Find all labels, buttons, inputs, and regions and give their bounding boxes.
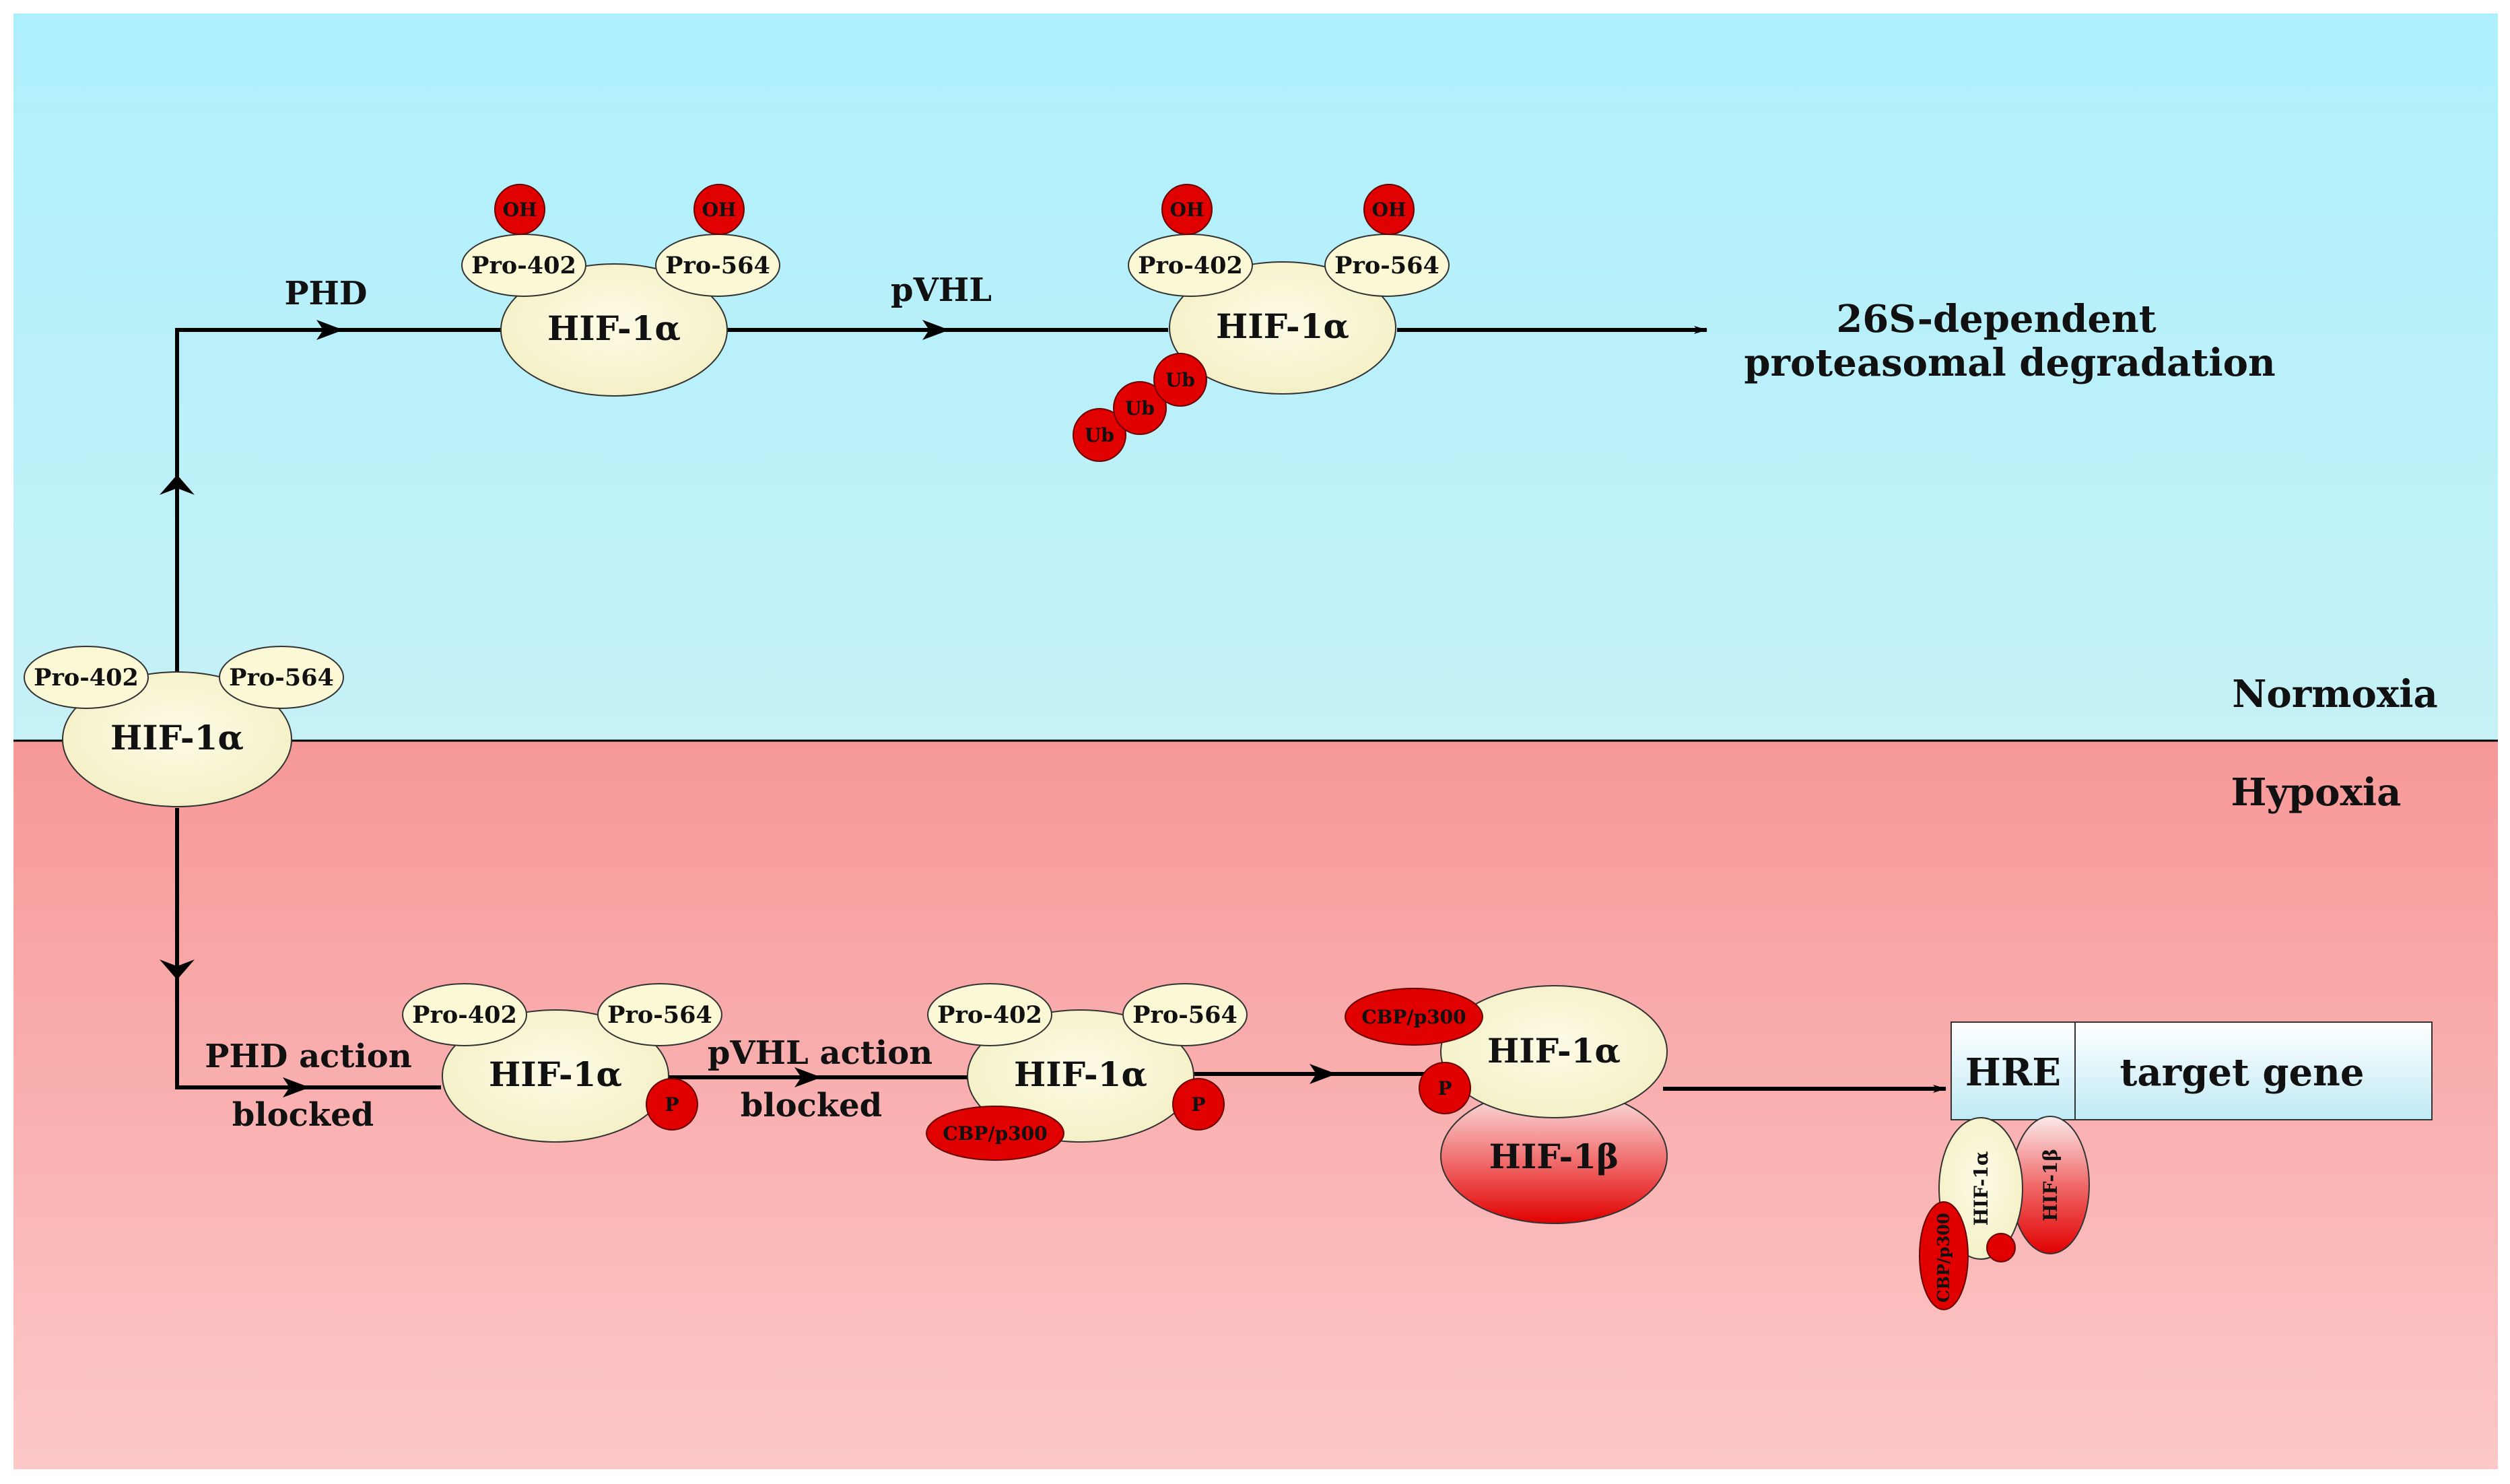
phosphate-label: P bbox=[1437, 1077, 1452, 1100]
ub-label: Ub bbox=[1085, 424, 1114, 446]
pro402-site bbox=[24, 646, 149, 709]
cbp-p300-vertical bbox=[1919, 1201, 1969, 1310]
oh-label: OH bbox=[1372, 199, 1406, 221]
phd-label: PHD bbox=[284, 275, 367, 312]
phd-blocked-label-line1: PHD action bbox=[205, 1038, 411, 1075]
mid-arrowheads bbox=[160, 320, 1336, 1098]
target-gene-segment bbox=[2074, 1021, 2433, 1120]
hif1a-body bbox=[1440, 985, 1668, 1118]
oh-label: OH bbox=[702, 199, 737, 221]
hif1a-label: HIF-1α bbox=[547, 308, 681, 348]
pro564-label: Pro-564 bbox=[607, 1001, 712, 1029]
pro402-label: Pro-402 bbox=[1138, 252, 1243, 279]
hif1a-cbp-complex: Pro-402 Pro-564 CBP/p300 P HIF-1α bbox=[926, 983, 1248, 1161]
ub-label: Ub bbox=[1165, 369, 1195, 391]
cbp-p300 bbox=[926, 1106, 1064, 1161]
hre-bound-complex: HIF-1α HIF-1β CBP/p300 bbox=[1919, 1116, 2090, 1310]
ub-group bbox=[1113, 381, 1167, 435]
pro402-label: Pro-402 bbox=[34, 664, 139, 692]
hif1a-initial: Pro-402 Pro-564 HIF-1α bbox=[24, 646, 344, 807]
phosphate-group bbox=[1986, 1233, 2016, 1262]
hif1a-label: HIF-1α bbox=[489, 1054, 622, 1094]
pro402-label: Pro-402 bbox=[471, 252, 576, 279]
hif1a-phosphorylated: Pro-402 Pro-564 P HIF-1α bbox=[402, 983, 722, 1143]
hif1a-label: HIF-1α bbox=[1487, 1031, 1621, 1071]
oh-group bbox=[1363, 184, 1415, 235]
pro564-label: Pro-564 bbox=[665, 252, 770, 279]
target-gene-label: target gene bbox=[2120, 1050, 2365, 1095]
cbp-label: CBP/p300 bbox=[943, 1122, 1047, 1145]
hif1a-label: HIF-1α bbox=[1014, 1054, 1147, 1094]
phosphate-group bbox=[1172, 1078, 1225, 1131]
hif1a-body bbox=[1169, 261, 1396, 395]
pro402-label: Pro-402 bbox=[412, 1001, 517, 1029]
hif1-dimer: CBP/p300 P HIF-1α HIF-1β bbox=[1345, 985, 1668, 1224]
hypoxia-label: Hypoxia bbox=[2231, 770, 2402, 815]
pro564-site bbox=[219, 646, 344, 709]
hre-segment bbox=[1951, 1021, 2076, 1120]
oh-group bbox=[693, 184, 745, 235]
degradation-label-line1: 26S-dependent bbox=[1836, 297, 2156, 341]
phosphate-label: P bbox=[1191, 1093, 1205, 1116]
oh-label: OH bbox=[1170, 199, 1205, 221]
phosphate-label: P bbox=[665, 1093, 679, 1116]
hif1a-body bbox=[62, 671, 292, 807]
phosphate-group bbox=[1419, 1062, 1471, 1114]
hif1a-ubiquitinated: OH OH Ub Ub Ub Pro-402 Pro-564 HIF-1α bbox=[1073, 184, 1450, 462]
oh-group bbox=[1161, 184, 1213, 235]
pro402-site bbox=[402, 983, 527, 1046]
pvhl-label: pVHL bbox=[891, 271, 992, 309]
target-gene-box: HRE target gene bbox=[1951, 1021, 2433, 1120]
phd-blocked-label-line2: blocked bbox=[232, 1096, 374, 1134]
oh-group bbox=[494, 184, 545, 235]
pro402-label: Pro-402 bbox=[937, 1001, 1042, 1029]
hif1b-vertical-label: HIF-1β bbox=[2039, 1149, 2062, 1221]
hif1b-label: HIF-1β bbox=[1489, 1137, 1619, 1176]
cbp-vertical-label: CBP/p300 bbox=[1934, 1213, 1953, 1302]
cbp-p300 bbox=[1345, 988, 1483, 1046]
pvhl-blocked-label-line2: blocked bbox=[741, 1087, 882, 1124]
ub-group bbox=[1073, 408, 1126, 462]
oh-label: OH bbox=[503, 199, 537, 221]
pro564-label: Pro-564 bbox=[1334, 252, 1439, 279]
hif1a-hydroxylated: OH OH Pro-402 Pro-564 HIF-1α bbox=[461, 184, 780, 397]
pro564-label: Pro-564 bbox=[1132, 1001, 1237, 1029]
hif1a-body bbox=[500, 263, 728, 397]
hre-label: HRE bbox=[1965, 1050, 2061, 1095]
hif1a-label: HIF-1α bbox=[1216, 306, 1349, 346]
ub-label: Ub bbox=[1125, 397, 1155, 419]
pvhl-blocked-label-line1: pVHL action bbox=[708, 1034, 932, 1072]
normoxia-label: Normoxia bbox=[2232, 672, 2438, 716]
hif1a-label: HIF-1α bbox=[110, 718, 244, 757]
ub-group bbox=[1153, 353, 1207, 407]
pro402-site bbox=[927, 983, 1052, 1046]
degradation-label-line2: proteasomal degradation bbox=[1744, 341, 2275, 385]
pro564-label: Pro-564 bbox=[229, 664, 334, 692]
pro564-site bbox=[1122, 983, 1248, 1046]
hif1a-vertical-label: HIF-1α bbox=[1970, 1151, 1992, 1226]
pro564-site bbox=[597, 983, 722, 1046]
phosphate-group bbox=[646, 1078, 698, 1131]
hif1a-body bbox=[442, 1009, 669, 1143]
cbp-label: CBP/p300 bbox=[1361, 1006, 1466, 1028]
